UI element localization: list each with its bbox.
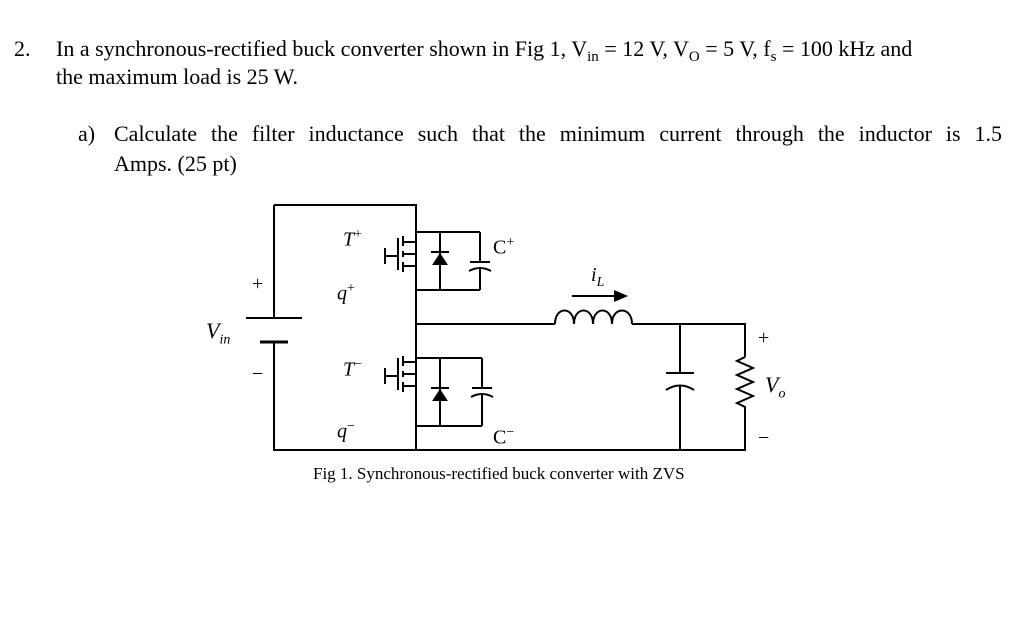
- inductor-current-label: iL: [591, 264, 605, 290]
- diode-cap-upper: [416, 231, 492, 291]
- output-minus-sign: −: [758, 427, 770, 449]
- dc-source-symbol: [246, 317, 302, 344]
- vin-label: Vin: [206, 318, 231, 348]
- q-minus-label: q−: [337, 419, 355, 443]
- output-capacitor: [665, 372, 695, 391]
- load-resistor: [734, 356, 756, 413]
- question-line-1: In a synchronous-rectified buck converte…: [56, 35, 912, 66]
- mosfet-lower: [384, 324, 417, 450]
- question-number: 2.: [14, 36, 31, 61]
- wire-top: [274, 204, 417, 232]
- inductor: [554, 309, 633, 325]
- part-a-line-2: Amps. (25 pt): [114, 151, 237, 176]
- figure-caption: Fig 1. Synchronous-rectified buck conver…: [313, 464, 685, 483]
- current-arrow: [572, 290, 628, 302]
- diode-cap-lower: [416, 357, 494, 427]
- question-text-d: = 100 kHz and: [776, 36, 913, 61]
- question-line-2: the maximum load is 25 W.: [56, 64, 298, 89]
- q-plus-label: q+: [337, 281, 355, 305]
- vin-subscript: in: [587, 49, 599, 65]
- wire-left-lower: [273, 342, 416, 451]
- vo-label: Vo: [765, 372, 786, 402]
- part-a-line-1: Calculate the filter inductance such tha…: [114, 121, 1002, 146]
- source-minus-sign: −: [252, 363, 264, 385]
- output-plus-sign: +: [758, 327, 770, 349]
- part-a-label: a): [78, 121, 96, 146]
- question-text-c: = 5 V, f: [699, 36, 771, 61]
- fs-subscript: s: [770, 49, 777, 65]
- mosfet-upper: [384, 232, 417, 324]
- t-minus-label: T−: [343, 357, 363, 381]
- c-minus-label: C−: [493, 425, 515, 449]
- c-plus-label: C+: [493, 235, 515, 259]
- question-text-b: = 12 V, V: [598, 36, 689, 61]
- wire-switch-node: [416, 323, 746, 357]
- wire-bottom-right: [416, 413, 746, 451]
- t-plus-label: T+: [343, 227, 363, 251]
- question-text-a: In a synchronous-rectified buck converte…: [56, 36, 588, 61]
- source-plus-sign: +: [252, 273, 264, 295]
- vo-subscript: O: [688, 49, 700, 65]
